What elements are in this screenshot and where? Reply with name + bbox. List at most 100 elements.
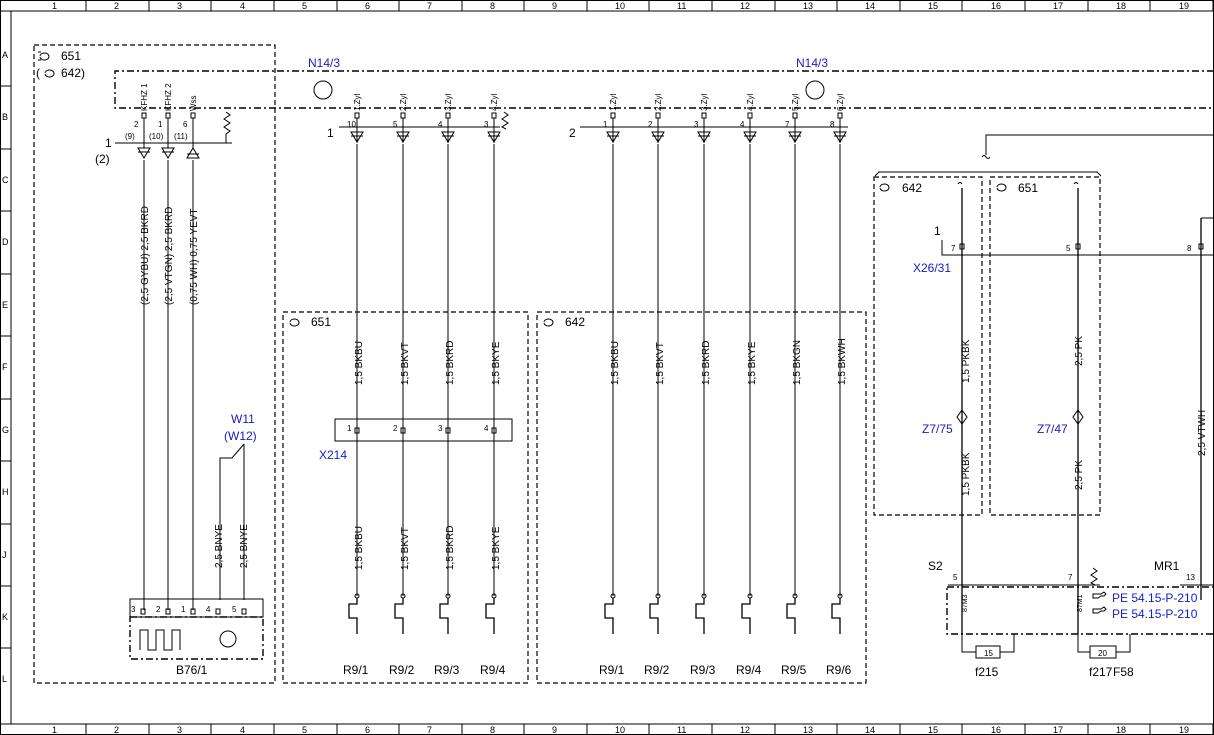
w11-label: W11 <box>231 412 255 426</box>
n14-left-pin-3-num: 3 <box>484 120 489 129</box>
b642-plug-1: R9/2 <box>644 663 670 677</box>
left-wire-1: (2,5 VTGN) 2,5 BKRD <box>164 207 175 305</box>
column-label-bottom: 7 <box>427 725 432 735</box>
b642-wire-3: 1,5 BKYE <box>747 341 758 385</box>
x26-pin-8: 8 <box>1187 244 1192 253</box>
b642-wire-2: 1,5 BKRD <box>701 341 712 385</box>
x26-pin-5: 5 <box>1066 244 1071 253</box>
pin-7: 7 <box>1068 573 1073 582</box>
left-shield-symbol <box>223 111 231 143</box>
column-label-top: 17 <box>1053 1 1063 11</box>
column-label-bottom: 3 <box>177 725 182 735</box>
row-label: L <box>2 674 7 684</box>
b651-wire-upper-1: 1,5 BKVT <box>400 342 411 385</box>
w12-label: (W12) <box>224 429 257 443</box>
n14-right-label: N14/3 <box>796 56 828 70</box>
n14-left-pin-3-name: 4.Zyl <box>490 93 499 111</box>
left-pin-1-name: KFHZ 2 <box>164 83 173 111</box>
column-label-top: 13 <box>803 1 813 11</box>
column-label-bottom: 15 <box>928 725 938 735</box>
b642-wire-5: 1,5 BKWH <box>837 338 848 385</box>
right-variant-a: 642 <box>902 181 922 195</box>
b651-wire-upper-3: 1,5 BKYE <box>491 341 502 385</box>
column-label-bottom: 12 <box>740 725 750 735</box>
column-label-bottom: 10 <box>615 725 625 735</box>
column-label-bottom: 8 <box>490 725 495 735</box>
n14-right-pin-4-num: 7 <box>785 120 790 129</box>
n14-right-pin-5-name: 6.Zyl <box>836 93 845 111</box>
column-label-top: 9 <box>552 1 557 11</box>
row-label: H <box>2 487 9 497</box>
n14-right-pin-1-num: 2 <box>648 120 653 129</box>
column-label-bottom: 2 <box>114 725 119 735</box>
row-label: K <box>2 612 8 622</box>
f215-label: f215 <box>975 665 999 679</box>
fuse-15 <box>975 645 1001 659</box>
left-pin-0-name: KFHZ 1 <box>140 83 149 111</box>
column-label-top: 14 <box>865 1 875 11</box>
column-label-bottom: 4 <box>240 725 245 735</box>
column-label-bottom: 18 <box>1116 725 1126 735</box>
b642-plug-3: R9/4 <box>736 663 762 677</box>
block-651: 651 X214 <box>282 311 529 684</box>
n14-right-pin-3-num: 4 <box>740 120 745 129</box>
b651-wire-lower-1: 1,5 BKVT <box>400 527 411 570</box>
b76-coil-symbol <box>139 629 181 651</box>
b651-wire-lower-3: 1,5 BKYE <box>491 526 502 570</box>
row-label: B <box>2 112 8 122</box>
fuse-20 <box>1089 645 1117 659</box>
wire-a-bottom: 1,5 PKBK <box>961 452 972 496</box>
x214-pin-0: 1 <box>347 424 352 433</box>
n14-right-pin-4-name: 5.Zyl <box>791 93 800 111</box>
left-pin-alt-0: (9) <box>125 132 135 141</box>
left-pin-0-num: 2 <box>134 120 139 129</box>
block-642: 642 <box>536 311 867 684</box>
right-section: 642 651 1 X26/31 7 5 8 1,5 PKBK Z7/75 1,… <box>873 134 1214 679</box>
b651-plug-0: R9/1 <box>343 663 369 677</box>
b651-plug-3: R9/4 <box>480 663 506 677</box>
relay-box <box>946 586 1214 635</box>
wire-c: 2,5 VTWH <box>1197 410 1208 456</box>
column-label-bottom: 14 <box>865 725 875 735</box>
row-label: G <box>2 425 9 435</box>
column-label-bottom: 5 <box>302 725 307 735</box>
column-label-bottom: 17 <box>1053 725 1063 735</box>
column-label-bottom: 9 <box>552 725 557 735</box>
z747-label: Z7/47 <box>1037 422 1068 436</box>
variant-label-651: 651 <box>61 49 81 63</box>
n14-left-pin-0-name: 1.Zyl <box>353 93 362 111</box>
z775-splice <box>956 409 968 425</box>
n14-right-pin-0-name: 1.Zyl <box>609 93 618 111</box>
bnye-wire-1: 2,5 BNYE <box>214 524 225 568</box>
right-block-642 <box>873 176 983 516</box>
b76-label: B76/1 <box>176 663 208 677</box>
b651-wire-upper-0: 1,5 BKBU <box>354 341 365 385</box>
f217-label: f217 <box>1089 665 1113 679</box>
column-label-top: 16 <box>991 1 1001 11</box>
column-label-top: 18 <box>1116 1 1126 11</box>
left-wire-2: (0,75 WH) 0,75 YEVT <box>189 208 200 305</box>
b76-pin-4: 5 <box>232 605 237 614</box>
n14-left-pin-1-name: 2.Zyl <box>399 93 408 111</box>
pe-ref-icon-2 <box>1092 606 1107 614</box>
x26-pin-7: 7 <box>951 244 956 253</box>
row-label: A <box>2 50 8 60</box>
b642-plug-4: R9/5 <box>781 663 807 677</box>
n14-left-conn-num: 1 <box>327 126 334 140</box>
s2-label: S2 <box>928 559 943 573</box>
column-label-top: 15 <box>928 1 938 11</box>
n14-right-pin-2-name: 3.Zyl <box>700 93 709 111</box>
x214-pin-2: 3 <box>438 424 443 433</box>
n14-left-pin-1-num: 5 <box>393 120 398 129</box>
column-label-top: 8 <box>490 1 495 11</box>
f58-label: F58 <box>1113 665 1134 679</box>
x214-connector <box>334 418 513 442</box>
n14-left: N14/3 1 <box>308 56 509 140</box>
column-label-bottom: 13 <box>803 725 813 735</box>
